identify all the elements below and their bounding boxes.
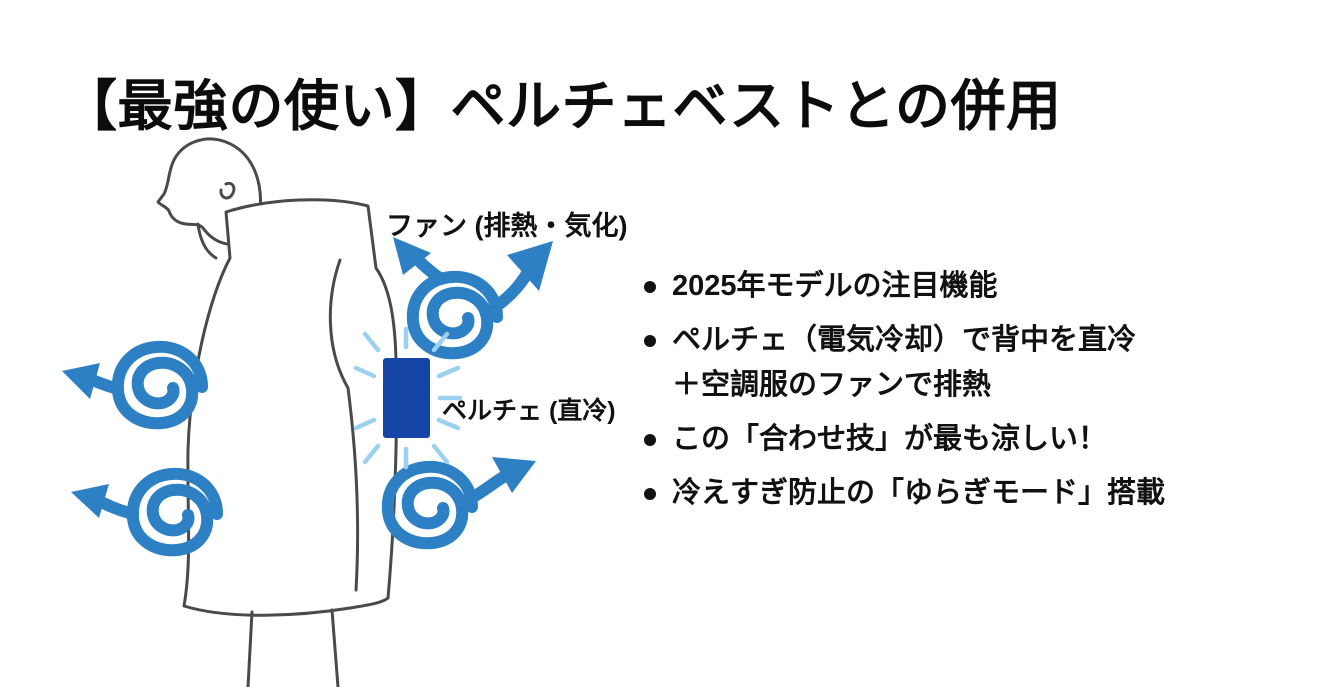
airflow-swirl-bottom-right [381,460,518,550]
bullet-dot [644,487,656,500]
bullet-dot [644,433,656,446]
person-illustration [156,137,399,687]
bullet-text: 2025年モデルの注目機能 [672,264,998,309]
bullet-dot [644,334,656,347]
arrowhead-bottom-right [492,457,536,493]
list-item: ペルチェ（電気冷却）で背中を直冷 ＋空調服のファンで排熱 [644,318,1316,408]
arrowhead-top-right-ne [507,241,553,291]
list-item: この「合わせ技」が最も涼しい！ [644,417,1316,462]
person-ear [219,181,236,200]
peltier-label: ペルチェ (直冷) [442,397,616,425]
arrowhead-left-top [62,363,100,399]
bullet-text: ペルチェ（電気冷却）で背中を直冷 ＋空調服のファンで排熱 [672,318,1136,408]
arrowhead-left-bottom [71,484,109,518]
person-arm-back [330,608,340,687]
vest-outline [182,198,399,617]
bullet-text: この「合わせ技」が最も涼しい！ [672,417,1107,462]
airflow-swirl-left-top [80,340,208,430]
airflow-swirl-top-right [406,249,537,360]
peltier-device [383,358,430,438]
fan-label: ファン (排熱・気化) [386,211,628,241]
bullet-line: 2025年モデルの注目機能 [672,270,998,302]
list-item: 冷えすぎ防止の「ゆらぎモード」搭載 [644,471,1316,516]
bullet-dot [644,281,656,293]
peltier-rays [353,326,463,470]
bullet-line: この「合わせ技」が最も涼しい！ [672,422,1108,455]
bullet-line-2: ＋空調服のファンで排熱 [672,368,992,401]
list-item: 2025年モデルの注目機能 [644,264,1316,309]
bullet-line: 冷えすぎ防止の「ゆらぎモード」搭載 [672,476,1166,509]
bullet-text: 冷えすぎ防止の「ゆらぎモード」搭載 [672,471,1165,516]
person-arm-front [246,610,254,687]
airflow-arrowheads [62,237,553,518]
feature-list: 2025年モデルの注目機能 ペルチェ（電気冷却）で背中を直冷 ＋空調服のファンで… [644,264,1316,525]
page-title: 【最強の使い】ペルチェベストとの併用 [62,74,1062,137]
arrowhead-top-right-nw [393,237,431,275]
cooling-vest-diagram [62,137,553,687]
person-neck-front [196,222,218,260]
bullet-line: ペルチェ（電気冷却）で背中を直冷 [672,323,1137,356]
vest-armhole-seam [328,258,360,592]
